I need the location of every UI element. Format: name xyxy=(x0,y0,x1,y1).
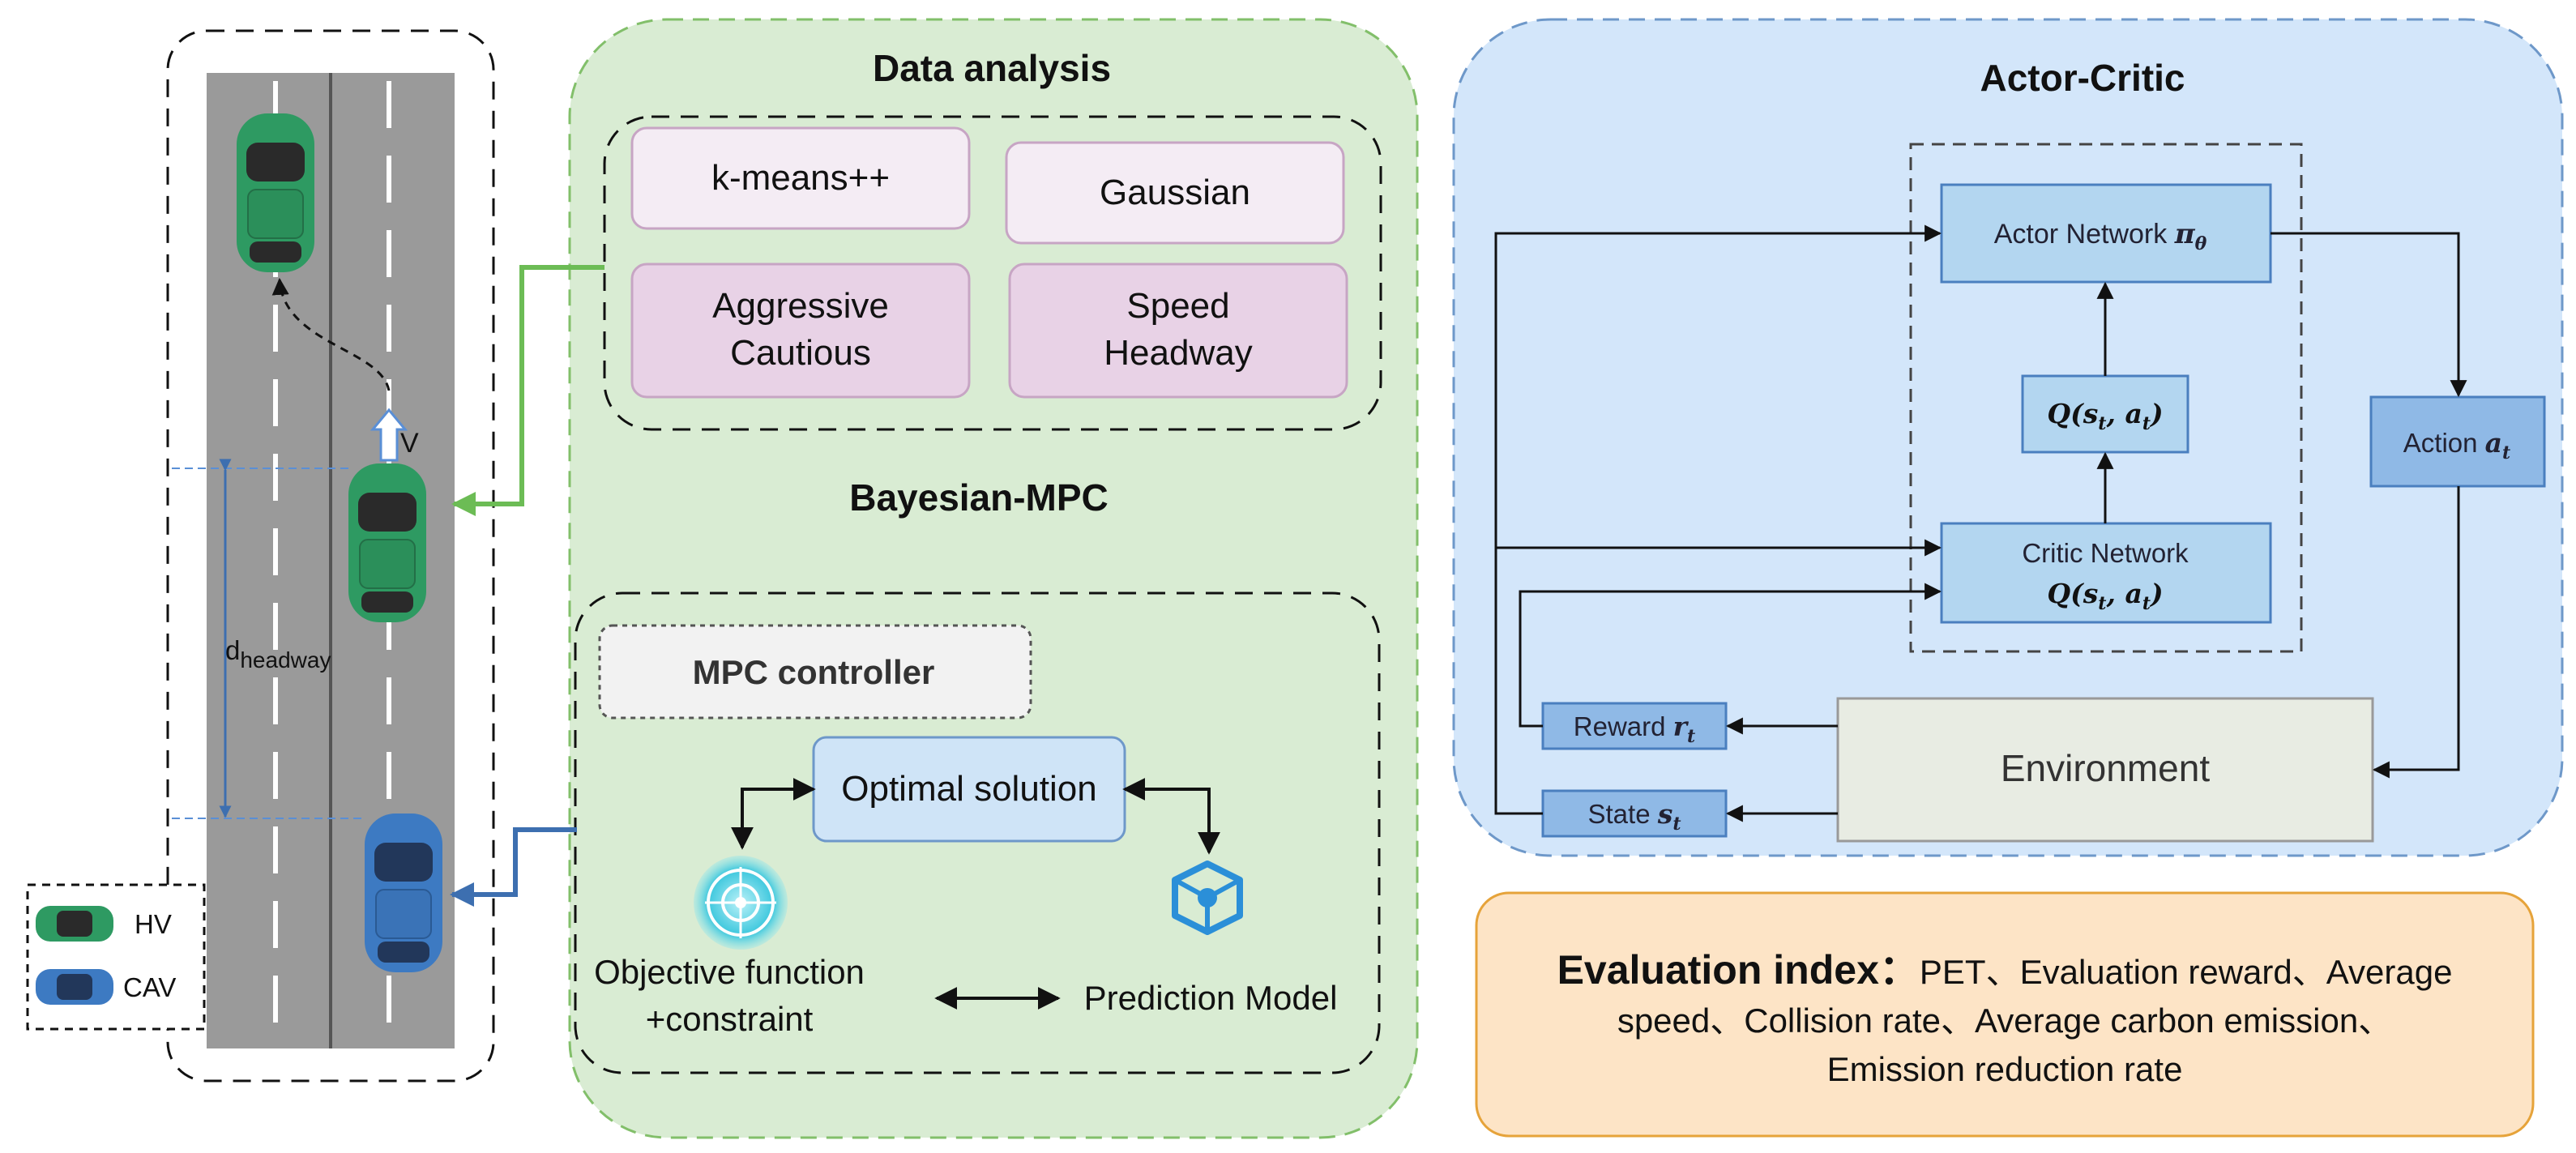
mpc-to-cav-connector xyxy=(450,827,577,907)
cautious-label: Cautious xyxy=(730,333,871,373)
critic-network-box xyxy=(1940,522,2272,624)
optimal-to-objective-arrow xyxy=(731,778,816,850)
optimal-solution-label: Optimal solution xyxy=(841,769,1096,809)
critic-q-label: Q(st, at) xyxy=(2047,578,2163,614)
road-section: V dheadway HV xyxy=(26,29,495,1083)
prediction-model-label: Prediction Model xyxy=(1084,979,1338,1017)
critic-network-label: Critic Network xyxy=(2022,538,2189,568)
mpc-controller-box xyxy=(598,624,1032,720)
actor-critic-panel: Actor-Critic Actor Network πθ Q(st, at) … xyxy=(1452,18,2564,857)
velocity-label: V xyxy=(400,428,419,459)
headway-box-label: Headway xyxy=(1104,333,1252,373)
gaussian-label: Gaussian xyxy=(1100,173,1250,212)
evaluation-line2: speed、Collision rate、Average carbon emis… xyxy=(1617,1001,2392,1040)
actor-network-box xyxy=(1940,183,2272,284)
objective-line2: +constraint xyxy=(646,1000,814,1038)
action-box xyxy=(2369,395,2546,488)
data-analysis-mpc-panel: Data analysis k-means++ Gaussian Aggress… xyxy=(568,18,1419,1139)
optimal-to-prediction-arrow xyxy=(1122,778,1220,855)
q-value-label: Q(st, at) xyxy=(2047,398,2163,434)
evaluation-panel: Evaluation index：PET、Evaluation reward、A… xyxy=(1475,891,2535,1138)
actor-critic-title: Actor-Critic xyxy=(1980,57,2185,99)
data-analysis-title: Data analysis xyxy=(873,47,1111,89)
state-label: State st xyxy=(1588,798,1681,835)
velocity-arrow xyxy=(370,408,408,462)
aggressive-cautious-box xyxy=(630,263,971,399)
data-analysis-group xyxy=(603,115,1382,431)
data-analysis-to-hv-connector xyxy=(451,265,604,516)
kmeans-box xyxy=(630,126,971,230)
environment-label: Environment xyxy=(2001,747,2210,789)
kmeans-label: k-means++ xyxy=(711,158,890,198)
cube-icon xyxy=(1172,860,1243,935)
hv-car-front xyxy=(237,113,314,272)
hv-car-middle xyxy=(348,463,426,622)
bayesian-mpc-title: Bayesian-MPC xyxy=(849,476,1109,519)
action-label: Action at xyxy=(2403,427,2510,463)
cav-legend-icon xyxy=(36,969,113,1005)
vehicle-legend: HV CAV xyxy=(26,883,206,1031)
headway-label: dheadway xyxy=(225,635,331,673)
target-icon xyxy=(694,856,788,950)
speed-headway-box xyxy=(1008,263,1348,399)
networks-group xyxy=(1909,143,2303,653)
legend-cav-label: CAV xyxy=(123,972,176,1002)
evaluation-line1: Evaluation index：PET、Evaluation reward、A… xyxy=(1557,947,2453,993)
state-box xyxy=(1541,789,1728,838)
gaussian-box xyxy=(1005,141,1345,245)
lane-change-path xyxy=(271,277,391,391)
hv-legend-icon xyxy=(36,906,113,942)
reward-label: Reward rt xyxy=(1574,711,1695,747)
aggressive-label: Aggressive xyxy=(712,286,889,326)
evaluation-line3: Emission reduction rate xyxy=(1827,1050,2183,1088)
road-dashed-frame xyxy=(166,29,495,1083)
speed-label: Speed xyxy=(1126,286,1229,326)
actor-to-action-arrow xyxy=(2271,232,2467,398)
objective-line1: Objective function xyxy=(594,953,865,991)
cav-car xyxy=(365,814,442,972)
environment-box xyxy=(1836,697,2374,843)
reward-to-critic-arrow xyxy=(1519,583,1942,728)
mpc-group xyxy=(574,591,1381,1074)
mpc-controller-label: MPC controller xyxy=(693,653,935,691)
state-to-actor-arrow xyxy=(1494,224,1942,815)
action-to-environment-arrow xyxy=(2372,486,2460,779)
actor-network-label: Actor Network πθ xyxy=(1994,218,2207,254)
legend-hv-label: HV xyxy=(135,909,172,939)
